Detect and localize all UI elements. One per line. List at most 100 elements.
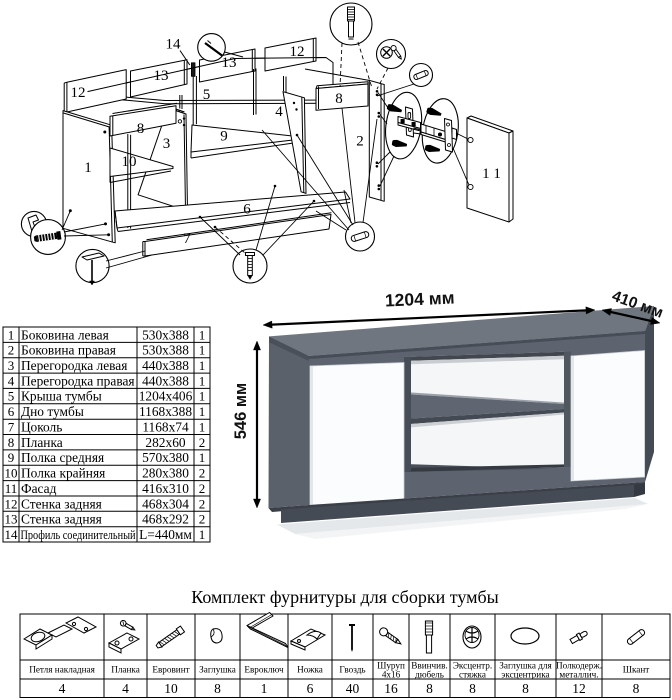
svg-text:468х304: 468х304 [142, 496, 189, 511]
svg-text:Крыша тумбы: Крыша тумбы [21, 389, 102, 404]
svg-text:440х388: 440х388 [142, 373, 189, 388]
svg-text:8: 8 [214, 681, 221, 696]
svg-text:6: 6 [8, 404, 15, 419]
svg-text:Планка: Планка [111, 665, 140, 675]
svg-text:1: 1 [8, 327, 15, 342]
svg-text:1204 мм: 1204 мм [384, 287, 454, 310]
svg-text:416х310: 416х310 [142, 481, 189, 496]
svg-text:Шкант: Шкант [623, 665, 650, 675]
svg-text:Заглушка для: Заглушка для [499, 661, 552, 671]
svg-text:9: 9 [8, 450, 15, 465]
svg-text:Стенка задняя: Стенка задняя [21, 512, 102, 527]
svg-text:10: 10 [5, 466, 18, 481]
svg-text:8: 8 [137, 121, 145, 137]
svg-text:11: 11 [5, 481, 18, 496]
svg-text:10: 10 [122, 154, 137, 170]
svg-text:1: 1 [199, 450, 206, 465]
svg-text:1: 1 [199, 389, 206, 404]
svg-text:8: 8 [335, 91, 343, 107]
svg-text:5: 5 [203, 87, 211, 103]
svg-text:2: 2 [199, 496, 206, 511]
svg-text:530х388: 530х388 [142, 343, 189, 358]
svg-text:1168х388: 1168х388 [139, 404, 192, 419]
svg-text:1: 1 [199, 327, 206, 342]
svg-text:1: 1 [199, 527, 206, 542]
svg-text:3: 3 [163, 136, 171, 152]
svg-text:13: 13 [222, 55, 237, 71]
svg-text:1: 1 [199, 373, 206, 388]
svg-text:14: 14 [5, 527, 19, 542]
svg-text:1: 1 [261, 681, 268, 696]
svg-text:6: 6 [243, 202, 251, 218]
svg-text:Перегородка левая: Перегородка левая [21, 358, 127, 373]
svg-text:Полкодерж.: Полкодерж. [556, 661, 602, 671]
svg-text:Боковина правая: Боковина правая [21, 343, 116, 358]
svg-text:1: 1 [199, 420, 206, 435]
svg-text:8: 8 [8, 435, 15, 450]
svg-text:4: 4 [59, 681, 66, 696]
svg-text:Гвоздь: Гвоздь [339, 665, 365, 675]
svg-text:2: 2 [199, 512, 206, 527]
svg-text:2: 2 [199, 435, 206, 450]
svg-text:12: 12 [572, 681, 586, 696]
svg-text:14: 14 [166, 37, 182, 53]
svg-text:Полка крайняя: Полка крайняя [21, 466, 105, 481]
svg-text:Ввинчив.: Ввинчив. [411, 661, 447, 671]
svg-text:2: 2 [8, 343, 15, 358]
svg-text:Фасад: Фасад [21, 481, 57, 496]
svg-text:Полка средняя: Полка средняя [21, 450, 104, 465]
svg-text:2: 2 [199, 466, 206, 481]
svg-text:530х388: 530х388 [142, 327, 189, 342]
svg-text:2: 2 [356, 134, 364, 150]
svg-text:Боковина левая: Боковина левая [21, 327, 109, 342]
svg-text:4х16: 4х16 [382, 670, 401, 680]
svg-text:Евроключ: Евроключ [244, 665, 284, 675]
svg-text:Цоколь: Цоколь [21, 420, 62, 435]
svg-text:8: 8 [426, 681, 433, 696]
svg-text:5: 5 [8, 389, 15, 404]
svg-text:1: 1 [84, 160, 92, 176]
svg-text:стяжка: стяжка [459, 670, 486, 680]
svg-text:1: 1 [199, 343, 206, 358]
svg-text:7: 7 [183, 231, 191, 247]
svg-text:6: 6 [307, 681, 314, 696]
svg-text:7: 7 [8, 420, 15, 435]
svg-text:эксцентрика: эксцентрика [501, 670, 549, 680]
svg-text:8: 8 [633, 681, 640, 696]
svg-text:468х292: 468х292 [142, 512, 189, 527]
svg-text:Профиль соединительный: Профиль соединительный [21, 528, 136, 542]
svg-text:L=440мм: L=440мм [139, 527, 192, 542]
svg-text:Перегородка правая: Перегородка правая [21, 373, 135, 388]
svg-text:Эксцентр.: Эксцентр. [453, 661, 492, 671]
svg-text:Стенка задняя: Стенка задняя [21, 496, 102, 511]
svg-text:Евровинт: Евровинт [152, 665, 189, 675]
svg-text:9: 9 [220, 129, 228, 145]
svg-text:546 мм: 546 мм [232, 383, 250, 440]
svg-text:4: 4 [275, 104, 283, 120]
svg-text:13: 13 [154, 68, 169, 84]
svg-text:Петля накладная: Петля накладная [29, 665, 95, 675]
svg-text:282х60: 282х60 [145, 435, 185, 450]
svg-text:570х380: 570х380 [142, 450, 189, 465]
svg-text:Ножка: Ножка [297, 665, 323, 675]
svg-text:40: 40 [346, 681, 360, 696]
svg-text:Шуруп: Шуруп [377, 661, 405, 671]
svg-text:280х380: 280х380 [142, 466, 189, 481]
svg-text:3: 3 [8, 358, 15, 373]
svg-text:10: 10 [164, 681, 178, 696]
svg-text:12: 12 [71, 85, 86, 101]
svg-text:Планка: Планка [21, 435, 63, 450]
svg-text:1: 1 [199, 404, 206, 419]
svg-text:8: 8 [522, 681, 529, 696]
svg-text:13: 13 [5, 512, 18, 527]
svg-text:1204х406: 1204х406 [139, 389, 193, 404]
svg-text:4: 4 [122, 681, 129, 696]
svg-text:1 1: 1 1 [482, 166, 501, 182]
svg-text:8: 8 [469, 681, 476, 696]
svg-text:12: 12 [5, 496, 18, 511]
svg-text:16: 16 [384, 681, 398, 696]
svg-text:1168х74: 1168х74 [142, 420, 189, 435]
svg-text:440х388: 440х388 [142, 358, 189, 373]
svg-text:Дно тумбы: Дно тумбы [21, 404, 84, 419]
svg-text:12: 12 [290, 44, 305, 60]
